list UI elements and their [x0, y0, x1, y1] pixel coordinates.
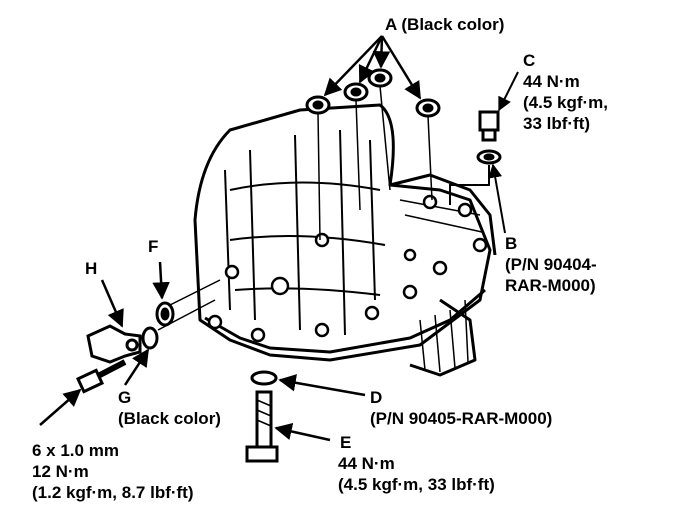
label-b-letter: B — [505, 234, 518, 253]
label-h-letter: H — [85, 259, 98, 278]
leader-lines-de — [274, 374, 366, 442]
label-c: C 44 N·m (4.5 kgf·m, 33 lbf·ft) — [523, 50, 608, 134]
leader-lines-fgh — [100, 261, 221, 386]
label-h: H — [85, 258, 97, 279]
label-b-pn1: (P/N 90404- — [505, 255, 597, 274]
label-d: D (P/N 90405-RAR-M000) — [370, 387, 552, 429]
label-g-note: (Black color) — [118, 409, 221, 428]
label-bolt-detail: (1.2 kgf·m, 8.7 lbf·ft) — [32, 483, 194, 502]
bolt-icon — [476, 110, 502, 165]
case-bolts — [207, 194, 488, 343]
label-c-lbf: 33 lbf·ft) — [523, 114, 591, 133]
case-body — [193, 103, 497, 377]
label-e-detail: (4.5 kgf·m, 33 lbf·ft) — [338, 475, 495, 494]
label-e-letter: E — [340, 433, 352, 452]
label-b: B (P/N 90404- RAR-M000) — [505, 233, 597, 296]
label-d-pn: (P/N 90405-RAR-M000) — [370, 409, 553, 428]
label-d-letter: D — [370, 388, 383, 407]
label-a-text: A (Black color) — [385, 14, 504, 35]
label-a-note: (Black color) — [401, 15, 505, 34]
label-a-letter: A — [385, 15, 397, 34]
bolt-icon — [245, 370, 279, 463]
arrow-icon — [323, 35, 422, 100]
leader-lines-bc — [449, 71, 519, 234]
bolt-icon — [75, 359, 127, 394]
label-c-kgf: (4.5 kgf·m, — [523, 93, 609, 112]
sensor-icon — [86, 301, 175, 364]
label-f-letter: F — [148, 237, 159, 256]
label-bolt: 6 x 1.0 mm 12 N·m (1.2 kgf·m, 8.7 lbf·ft… — [32, 440, 194, 503]
label-a: A (Black color) — [385, 14, 504, 35]
label-bolt-torque: 12 N·m — [32, 462, 89, 481]
label-e-torque: 44 N·m — [338, 454, 395, 473]
label-g-letter: G — [118, 388, 132, 407]
label-f: F — [148, 236, 158, 257]
label-g: G (Black color) — [118, 387, 221, 429]
label-c-torque: 44 N·m — [523, 72, 580, 91]
label-e: E 44 N·m (4.5 kgf·m, 33 lbf·ft) — [338, 432, 495, 495]
label-bolt-size: 6 x 1.0 mm — [32, 441, 119, 460]
label-b-pn2: RAR-M000) — [505, 276, 596, 295]
leader-lines-a — [317, 85, 433, 241]
arrow-icon — [39, 388, 82, 426]
label-c-letter: C — [523, 51, 536, 70]
